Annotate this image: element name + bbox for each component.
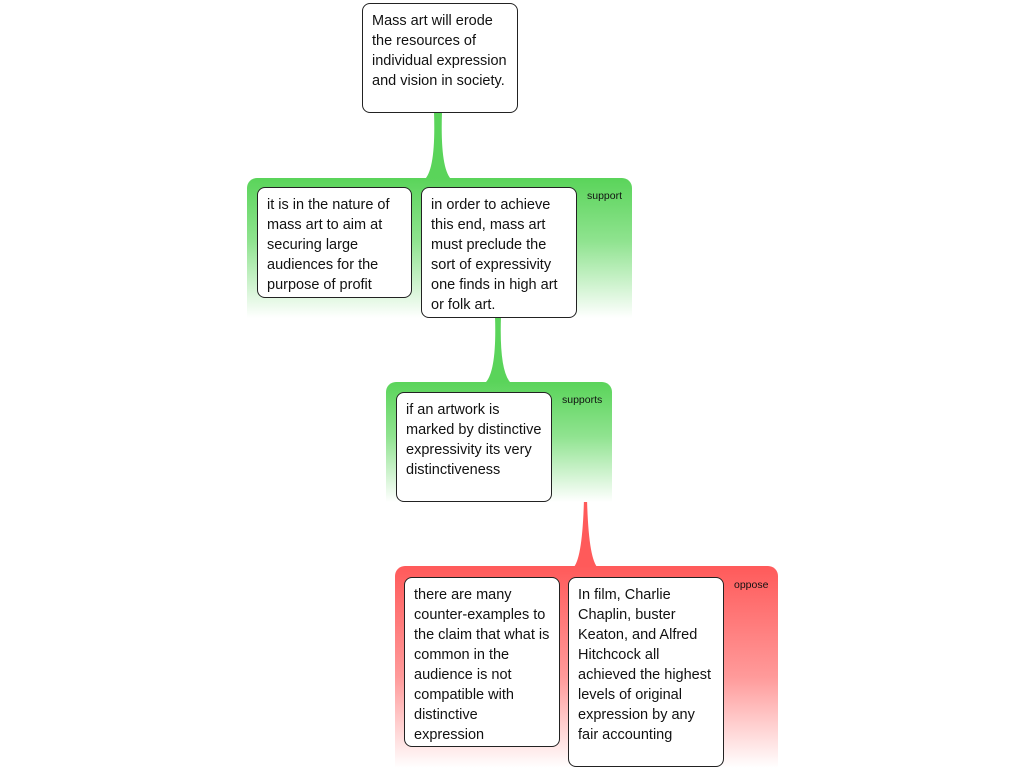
support-group-label: support [587, 190, 623, 202]
supports-connector [484, 316, 512, 384]
supports-group-label: supports [562, 394, 603, 406]
support-connector [424, 112, 452, 180]
main-claim-box[interactable]: Mass art will erode the resources of ind… [362, 3, 518, 113]
support-reason-box-2[interactable]: in order to achieve this end, mass art m… [421, 187, 577, 318]
objection-box-2[interactable]: In film, Charlie Chaplin, buster Keaton,… [568, 577, 724, 767]
oppose-connector [573, 447, 598, 568]
oppose-group-label: oppose [734, 579, 769, 591]
objection-box-1[interactable]: there are many counter-examples to the c… [404, 577, 560, 747]
support-reason-box-1[interactable]: it is in the nature of mass art to aim a… [257, 187, 412, 298]
supports-reason-box[interactable]: if an artwork is marked by distinctive e… [396, 392, 552, 502]
